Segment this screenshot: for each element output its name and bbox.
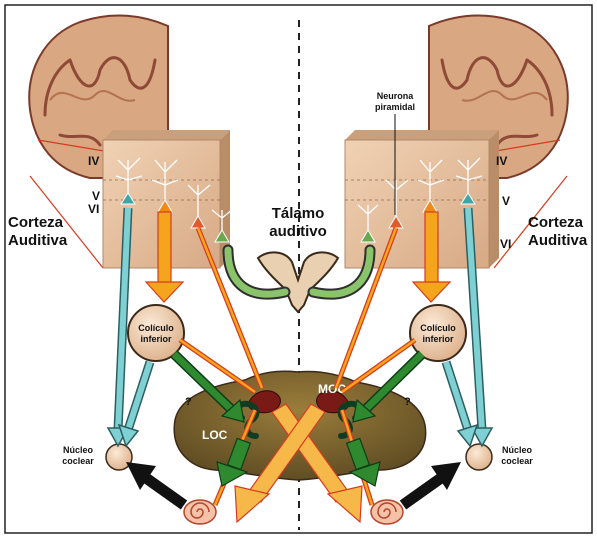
cochlea-right — [371, 500, 403, 524]
nucleus-left-label-2: coclear — [62, 456, 94, 466]
thalamus-label-1: Tálamo — [272, 205, 325, 222]
nucleus-left-label-1: Núcleo — [63, 445, 94, 455]
cortex-label-right-2: Auditiva — [528, 232, 588, 249]
cortex-label-left-1: Corteza — [8, 214, 64, 231]
colliculus-right-label-2: inferior — [422, 334, 454, 344]
question-mark-left: ? — [185, 396, 192, 408]
pyramidal-label-2: piramidal — [375, 102, 415, 112]
layer-iv-label-left: IV — [88, 154, 99, 168]
nucleus-right-label-1: Núcleo — [502, 445, 533, 455]
thalamus-label-2: auditivo — [269, 223, 327, 240]
layer-v-label-right: V — [502, 194, 510, 208]
layer-vi-label-left: VI — [88, 202, 99, 216]
cochlear-nucleus-right — [466, 444, 492, 470]
pyramidal-label-1: Neurona — [377, 91, 415, 101]
cortex-label-right-1: Corteza — [528, 214, 584, 231]
colliculus-left-label-2: inferior — [140, 334, 172, 344]
cortex-label-left-2: Auditiva — [8, 232, 68, 249]
colliculus-right-label-1: Colículo — [420, 323, 456, 333]
question-mark-right: ? — [404, 396, 411, 408]
thalamus-shape — [258, 252, 338, 312]
cochlea-left — [184, 500, 216, 524]
layer-iv-label-right: IV — [496, 154, 507, 168]
nucleus-right-label-2: coclear — [501, 456, 533, 466]
loc-label: LOC — [202, 428, 228, 442]
colliculus-left-label-1: Colículo — [138, 323, 174, 333]
layer-vi-label-right: VI — [500, 237, 511, 251]
layer-v-label-left: V — [92, 189, 100, 203]
